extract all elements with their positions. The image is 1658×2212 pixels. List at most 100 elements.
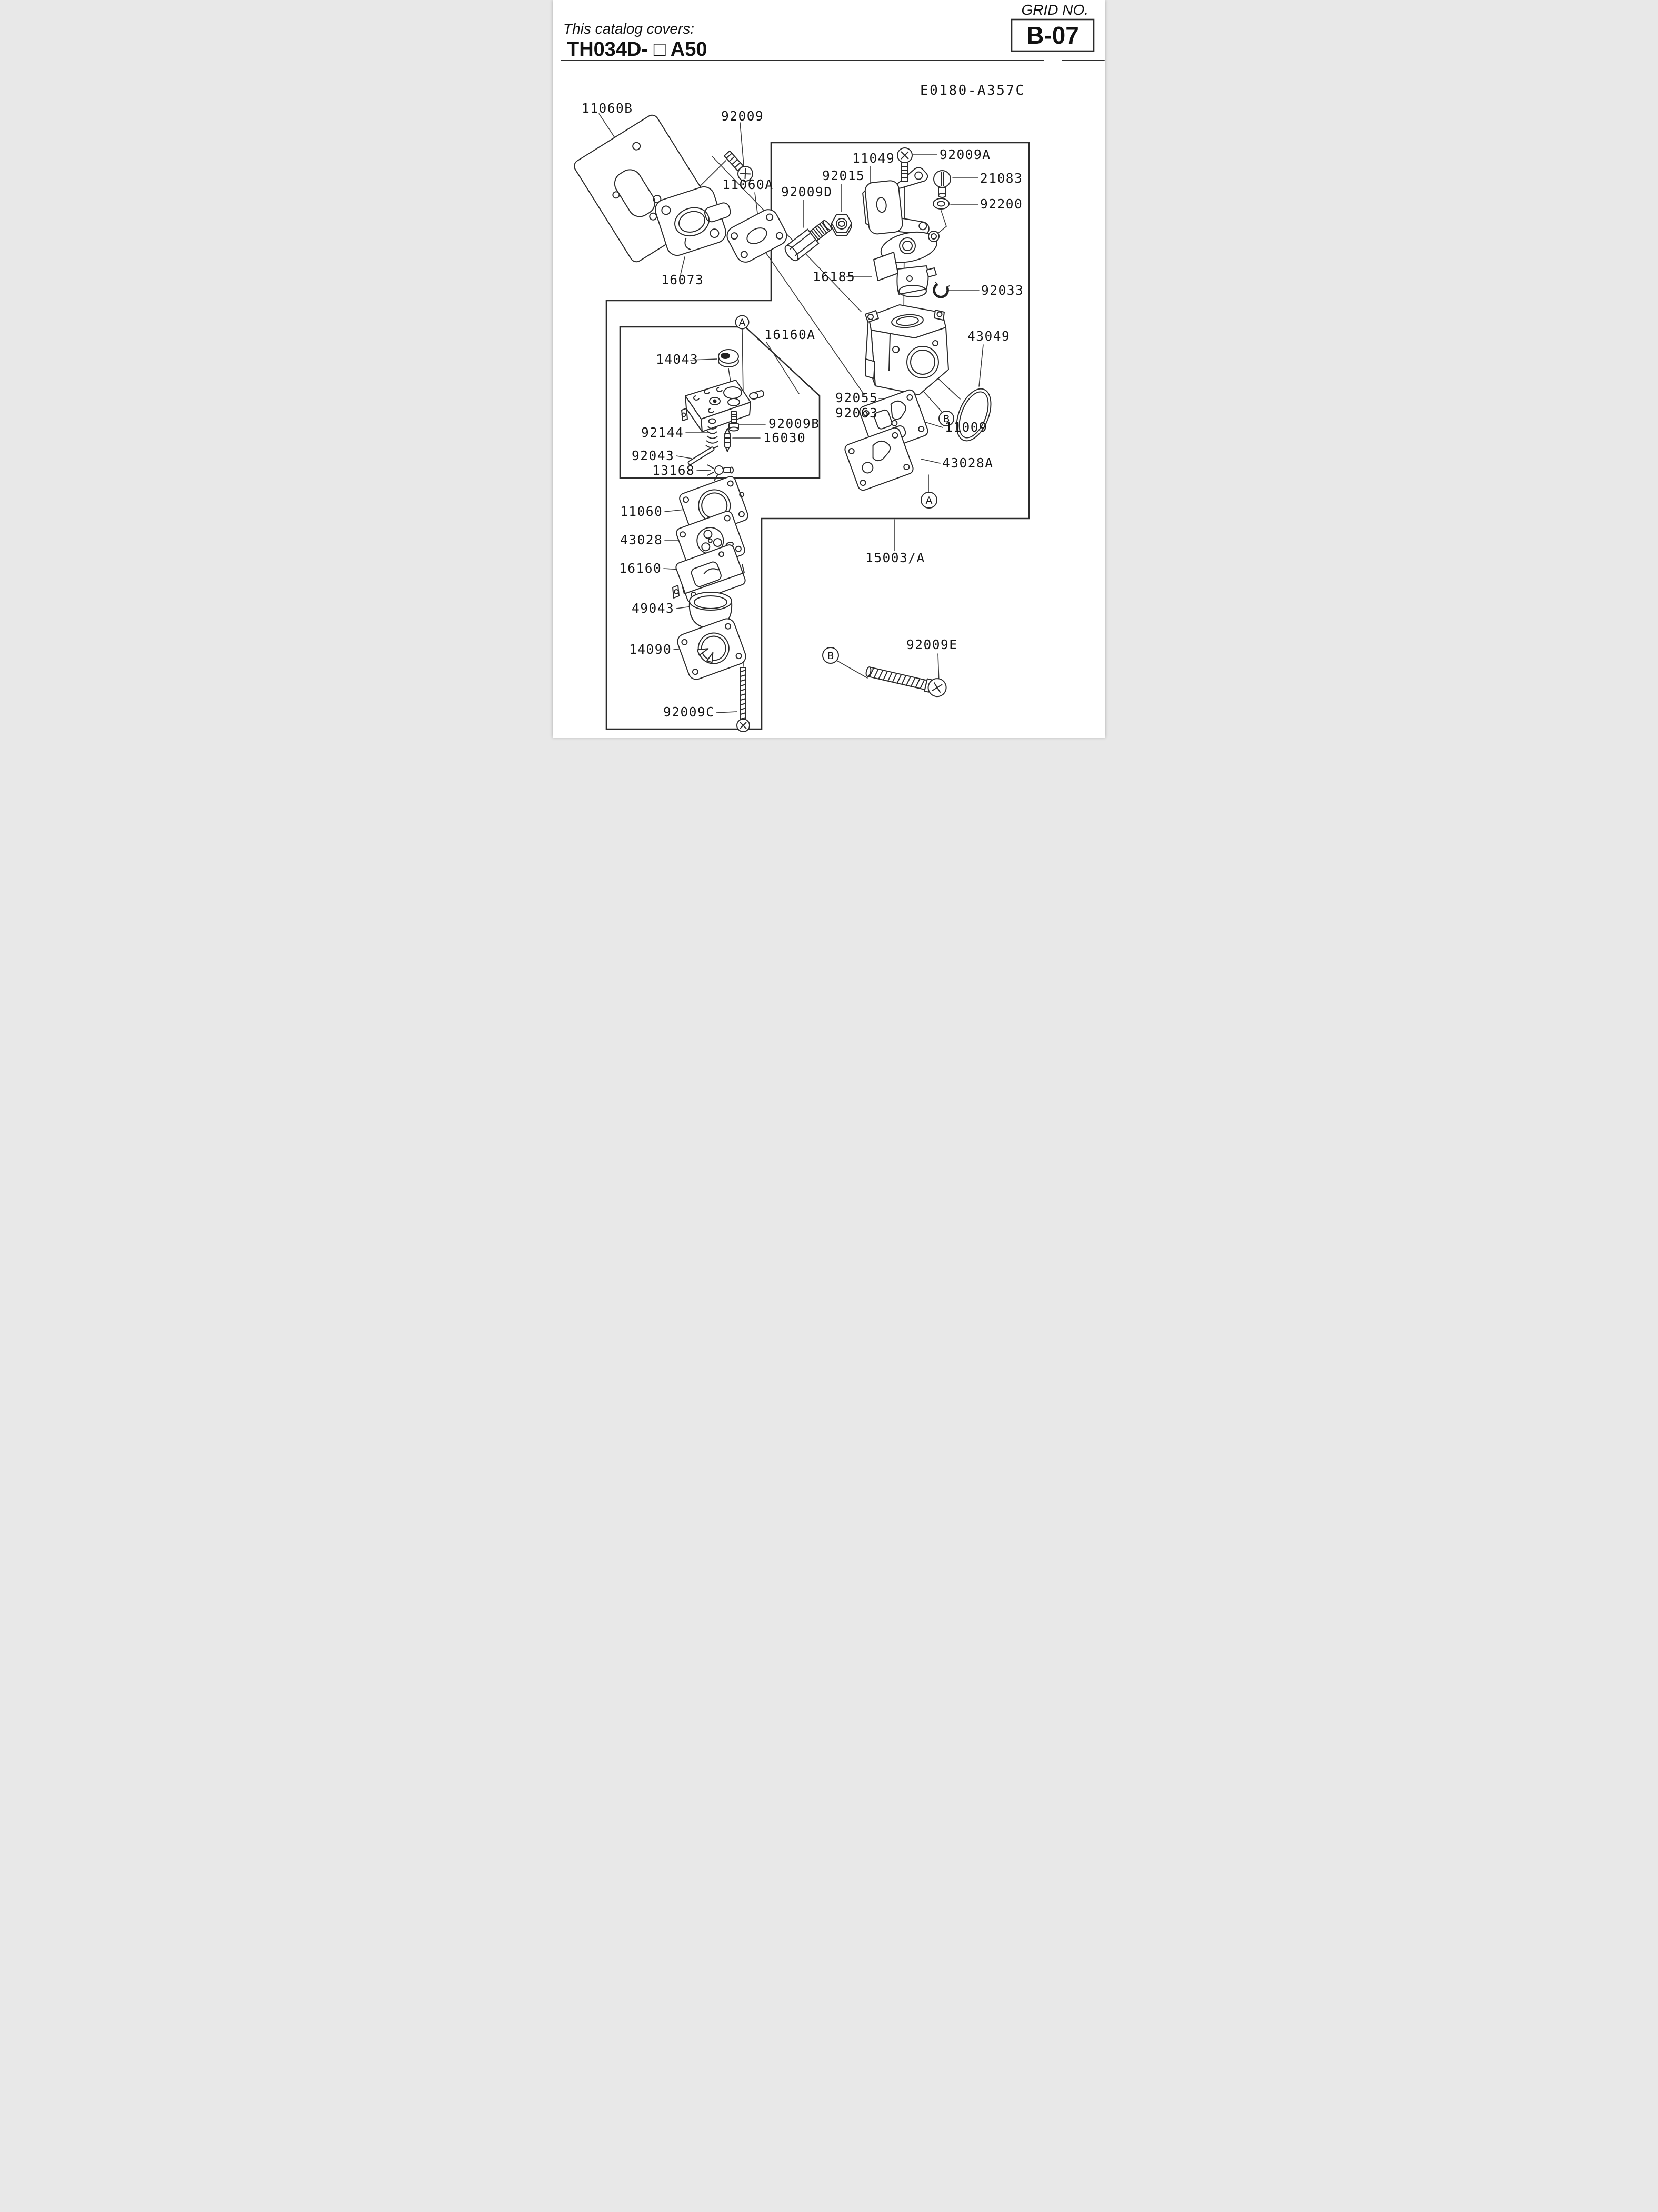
- boss: [892, 346, 900, 353]
- hex-edges: [789, 233, 815, 256]
- part-92009A-screw: [897, 147, 913, 182]
- hole: [775, 232, 783, 240]
- part-label-16185: 16185: [813, 269, 855, 284]
- oval-hole: [876, 197, 887, 213]
- front-bore-outer: [906, 346, 939, 378]
- phillips-mark: [932, 682, 943, 693]
- rim: [689, 592, 732, 611]
- part-92009B-screw: [728, 411, 739, 432]
- lug-hole: [867, 314, 874, 320]
- bore-outer: [674, 207, 710, 237]
- marker-circle: [822, 647, 839, 664]
- part-label-92009C: 92009C: [663, 704, 715, 720]
- part-92200-washer: [933, 198, 950, 210]
- pivot: [714, 465, 724, 475]
- hex-face: [784, 245, 799, 262]
- model-number: TH034D- □ A50: [567, 38, 707, 61]
- outline: [726, 209, 787, 263]
- part-label-13168: 13168: [652, 463, 695, 478]
- cutout: [890, 400, 907, 420]
- part-label-92009E: 92009E: [906, 637, 958, 652]
- part-label-15003A: 15003/A: [865, 550, 925, 565]
- part-label-16030: 16030: [763, 430, 806, 445]
- body-bottom: [898, 285, 927, 297]
- tip: [865, 666, 872, 677]
- tail: [714, 474, 718, 481]
- hole: [918, 222, 927, 231]
- part-16073-insulator: [655, 186, 731, 256]
- part-43049-seal-ring: [956, 388, 992, 442]
- leader-92043: [676, 455, 692, 459]
- hole: [848, 447, 855, 454]
- part-92144-spring: [705, 418, 719, 449]
- leader-92009: [740, 122, 744, 166]
- tab-hole: [681, 412, 686, 417]
- valve-hole: [713, 538, 722, 547]
- leader-14043: [690, 358, 717, 361]
- ring-inner: [958, 391, 989, 439]
- block: [873, 252, 898, 281]
- leader-11060: [664, 509, 685, 512]
- part-92033-circlip: [933, 282, 950, 298]
- part-16160A-body: [681, 380, 764, 432]
- knob: [928, 231, 940, 242]
- parts-catalog-page: This catalog covers: TH034D- □ A50 GRID …: [553, 0, 1105, 738]
- leader-11009: [922, 421, 943, 428]
- outline: [844, 427, 914, 491]
- part-label-11049: 11049: [852, 151, 895, 166]
- body: [896, 265, 929, 295]
- part-label-11060B: 11060B: [582, 101, 633, 116]
- part-92009-screw: [724, 150, 753, 182]
- ring-inner: [902, 241, 913, 251]
- part-11060A-gasket: [726, 209, 787, 263]
- body: [724, 433, 731, 448]
- shank: [866, 666, 928, 690]
- part-14043-cap: [718, 349, 739, 367]
- part-label-14090: 14090: [629, 642, 672, 657]
- part-14090-plate: [677, 618, 746, 680]
- grid-no-value: B-07: [1026, 22, 1079, 49]
- leader-marker-a-inner: [742, 328, 744, 395]
- phillips-mark: [740, 722, 747, 729]
- hole: [892, 432, 898, 439]
- shank: [901, 162, 908, 182]
- grid-no-box: [1011, 18, 1095, 52]
- catalog-covers-label: This catalog covers:: [563, 21, 694, 37]
- hole: [766, 213, 774, 221]
- hole: [692, 669, 698, 675]
- part-label-11060: 11060: [620, 504, 663, 519]
- hole: [735, 545, 742, 552]
- port-oval: [709, 397, 721, 405]
- part-label-92033: 92033: [981, 283, 1024, 298]
- part-13168-lever: [707, 464, 734, 481]
- front-bore-inner: [910, 350, 935, 375]
- part-92009D-fitting-bolt: [784, 220, 832, 262]
- hole: [661, 205, 671, 215]
- pin-body: [687, 446, 715, 465]
- hole: [681, 639, 688, 645]
- leader-16160A: [766, 342, 800, 394]
- parts-diagram: This catalog covers: TH034D- □ A50 GRID …: [561, 2, 1105, 732]
- part-92043-pin: [687, 446, 715, 465]
- part-label-49043: 49043: [632, 601, 674, 616]
- threads: [811, 222, 830, 240]
- part-label-16160A: 16160A: [764, 327, 816, 342]
- hole: [738, 511, 745, 517]
- valve-hole: [701, 542, 711, 552]
- slot: [941, 172, 944, 186]
- part-label-92055: 92055: [835, 390, 878, 405]
- drawing-code: E0180-A357C: [920, 83, 1025, 98]
- part-label-43049: 43049: [967, 328, 1010, 344]
- head-bottom: [728, 426, 739, 432]
- leader-43028A: [921, 459, 941, 464]
- tab: [926, 267, 937, 277]
- crease: [888, 333, 891, 371]
- leader-16073: [680, 256, 685, 275]
- marker-b-bottom: B: [822, 647, 839, 664]
- part-labels: 11060B 92009 11060A 16073 92009D 92015 1…: [582, 101, 1024, 720]
- top-ring: [708, 418, 716, 424]
- arm-end: [730, 466, 734, 474]
- lever-detail: [684, 237, 692, 251]
- top-bore-inner: [896, 316, 919, 326]
- hole: [891, 420, 898, 426]
